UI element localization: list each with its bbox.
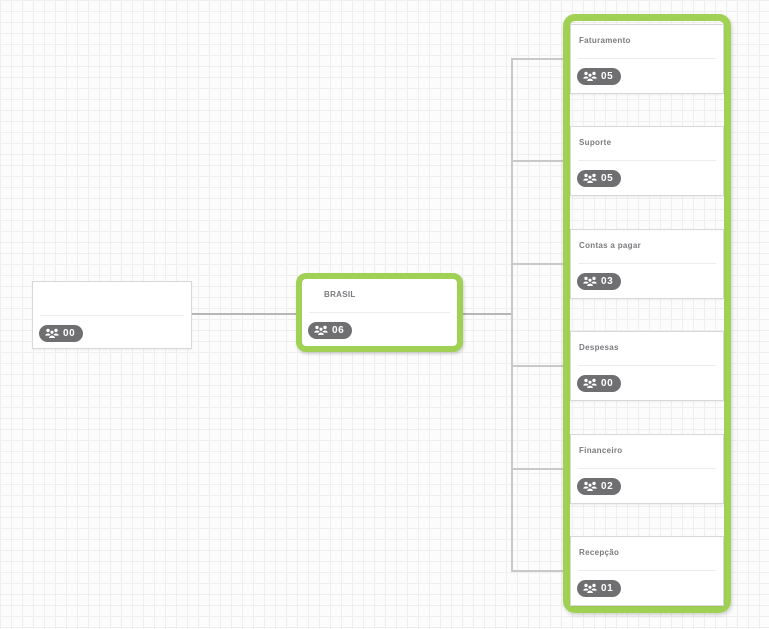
member-count-badge: 05	[577, 170, 622, 188]
people-group-icon	[583, 583, 597, 594]
people-group-icon	[583, 481, 597, 492]
member-count-badge: 05	[577, 68, 622, 85]
node-department[interactable]: Contas a pagar 03	[570, 228, 724, 299]
member-count: 02	[601, 480, 614, 492]
connector-branch-despesas	[513, 365, 563, 367]
departments-group-selection: Faturamento 05 Suporte	[563, 14, 731, 613]
member-count: 06	[332, 325, 345, 336]
people-group-icon	[583, 378, 597, 390]
node-root[interactable]: 00	[32, 281, 192, 349]
connector-trunk	[511, 58, 513, 572]
card-divider	[578, 58, 716, 59]
card-divider	[40, 315, 184, 316]
member-count: 03	[601, 275, 614, 287]
people-group-icon	[314, 325, 328, 336]
member-count-badge: 01	[577, 579, 622, 597]
connector-branch-faturamento	[513, 58, 563, 60]
member-count-badge: 00	[39, 325, 84, 342]
member-count-badge: 00	[577, 375, 622, 393]
node-department[interactable]: Recepção 01	[570, 535, 724, 606]
card-divider	[578, 467, 716, 469]
card-divider	[578, 365, 716, 367]
card-divider	[309, 312, 450, 313]
node-brasil[interactable]: BRASIL 06	[296, 273, 463, 352]
member-count: 00	[63, 328, 76, 339]
member-count-badge: 02	[577, 477, 622, 495]
member-count: 05	[601, 71, 614, 82]
connector-branch-recepcao	[513, 570, 563, 572]
card-divider	[578, 160, 716, 162]
member-count: 00	[601, 378, 614, 390]
node-department[interactable]: Faturamento 05	[570, 24, 724, 94]
member-count: 05	[601, 173, 614, 185]
node-title: Financeiro	[579, 445, 623, 455]
member-count: 01	[601, 582, 614, 594]
people-group-icon	[583, 276, 597, 287]
node-title: Suporte	[579, 138, 612, 148]
member-count-badge: 06	[308, 322, 353, 339]
node-title: Despesas	[579, 343, 619, 353]
connector-company-to-trunk	[463, 313, 511, 315]
node-department[interactable]: Suporte 05	[570, 126, 724, 197]
node-title: Recepção	[579, 547, 620, 557]
card-divider	[578, 262, 716, 264]
connector-branch-contas-a-pagar	[513, 263, 563, 265]
people-group-icon	[45, 328, 59, 339]
member-count-badge: 03	[577, 272, 622, 290]
connector-branch-financeiro	[513, 468, 563, 470]
node-department[interactable]: Financeiro 02	[570, 433, 724, 504]
node-title: Faturamento	[579, 36, 631, 45]
people-group-icon	[583, 173, 597, 185]
card-divider	[578, 569, 716, 571]
people-group-icon	[583, 71, 597, 82]
node-department[interactable]: Despesas 00	[570, 331, 724, 402]
connector-branch-suporte	[513, 160, 563, 162]
connector-root-to-company	[192, 313, 296, 315]
node-title: Contas a pagar	[579, 240, 641, 250]
node-title: BRASIL	[324, 290, 356, 299]
